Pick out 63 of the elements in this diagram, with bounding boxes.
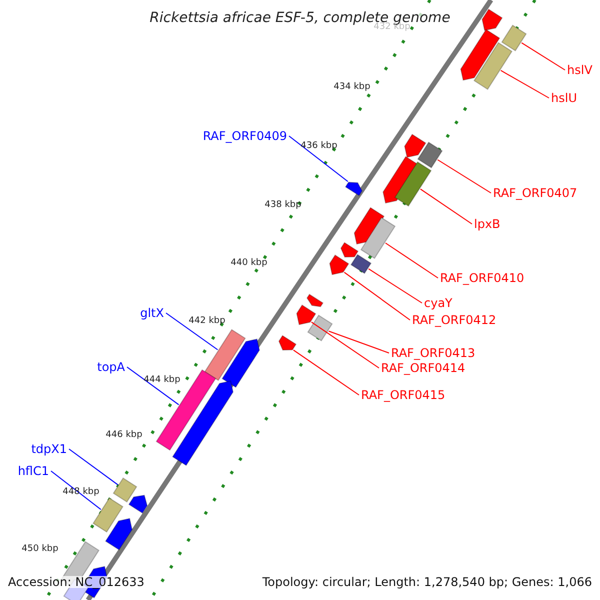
leader-line bbox=[126, 366, 180, 406]
gene-block bbox=[340, 242, 359, 258]
gene-block bbox=[296, 304, 316, 326]
gene-label: RAF_ORF0410 bbox=[440, 272, 524, 284]
gene-block bbox=[128, 494, 148, 514]
gene-label: cyaY bbox=[424, 297, 452, 309]
gene-bar bbox=[92, 497, 124, 533]
scale-label: 442 kbp bbox=[188, 316, 226, 326]
gene-label: gltX bbox=[140, 307, 164, 319]
gene-block bbox=[329, 254, 350, 276]
leader-line bbox=[420, 188, 472, 224]
leader-line bbox=[68, 448, 118, 486]
leader-line bbox=[166, 312, 218, 350]
scale-label: 448 kbp bbox=[62, 488, 100, 496]
gene-label: RAF_ORF0415 bbox=[361, 389, 446, 401]
gene-bar bbox=[473, 42, 513, 90]
gene-label: RAF_ORF0413 bbox=[391, 347, 476, 359]
gene-block bbox=[306, 294, 324, 308]
gene-bar bbox=[417, 142, 443, 168]
leader-line bbox=[292, 350, 360, 396]
footer-text: Topology: circular; Length: 1,278,540 bp; Genes: 1,066 bbox=[262, 576, 592, 588]
gene-label: hslV bbox=[567, 64, 592, 76]
leader-line bbox=[344, 272, 410, 320]
scale-label: 440 kbp bbox=[230, 258, 268, 268]
gene-bar bbox=[394, 161, 432, 207]
footer-text: Accession: NC_012633 bbox=[8, 576, 144, 588]
scale-label: 436 kbp bbox=[300, 142, 338, 150]
leader-line bbox=[437, 159, 492, 194]
gene-bar bbox=[307, 314, 333, 342]
scale-label: 444 kbp bbox=[144, 376, 180, 384]
gene-label: tdpX1 bbox=[31, 443, 67, 455]
gene-block bbox=[104, 518, 133, 550]
leader-line bbox=[288, 136, 348, 182]
gene-label: lpxB bbox=[474, 218, 500, 230]
gene-block bbox=[222, 338, 260, 388]
gene-block bbox=[482, 8, 503, 32]
scale-label: 432 kbp bbox=[374, 22, 410, 32]
gene-bar bbox=[360, 217, 396, 259]
gene-label: RAF_ORF0414 bbox=[381, 362, 466, 374]
scale-label: 434 kbp bbox=[334, 82, 370, 92]
gene-block bbox=[278, 334, 297, 351]
gene-bar bbox=[350, 254, 372, 274]
leader-line bbox=[310, 322, 380, 368]
gene-label: RAF_ORF0407 bbox=[493, 187, 578, 199]
leader-line bbox=[328, 330, 390, 354]
scale-label: 450 kbp bbox=[22, 544, 58, 554]
leader-line bbox=[500, 70, 550, 98]
leader-line bbox=[521, 42, 566, 70]
gene-label: RAF_ORF0412 bbox=[412, 314, 496, 326]
leader-line bbox=[385, 242, 438, 278]
leader-line bbox=[368, 268, 422, 304]
gene-block bbox=[460, 28, 500, 81]
gene-label: RAF_ORF0409 bbox=[202, 130, 287, 142]
gene-label: hflC1 bbox=[18, 465, 49, 477]
gene-label: hslU bbox=[551, 92, 577, 104]
gene-label: topA bbox=[97, 361, 125, 373]
scale-label: 438 kbp bbox=[264, 200, 302, 210]
gene-bar bbox=[204, 328, 246, 382]
scale-label: 446 kbp bbox=[106, 430, 142, 440]
gene-bar bbox=[112, 477, 138, 503]
leader-line bbox=[50, 470, 102, 510]
gene-block bbox=[404, 134, 426, 158]
gene-block bbox=[344, 182, 363, 196]
